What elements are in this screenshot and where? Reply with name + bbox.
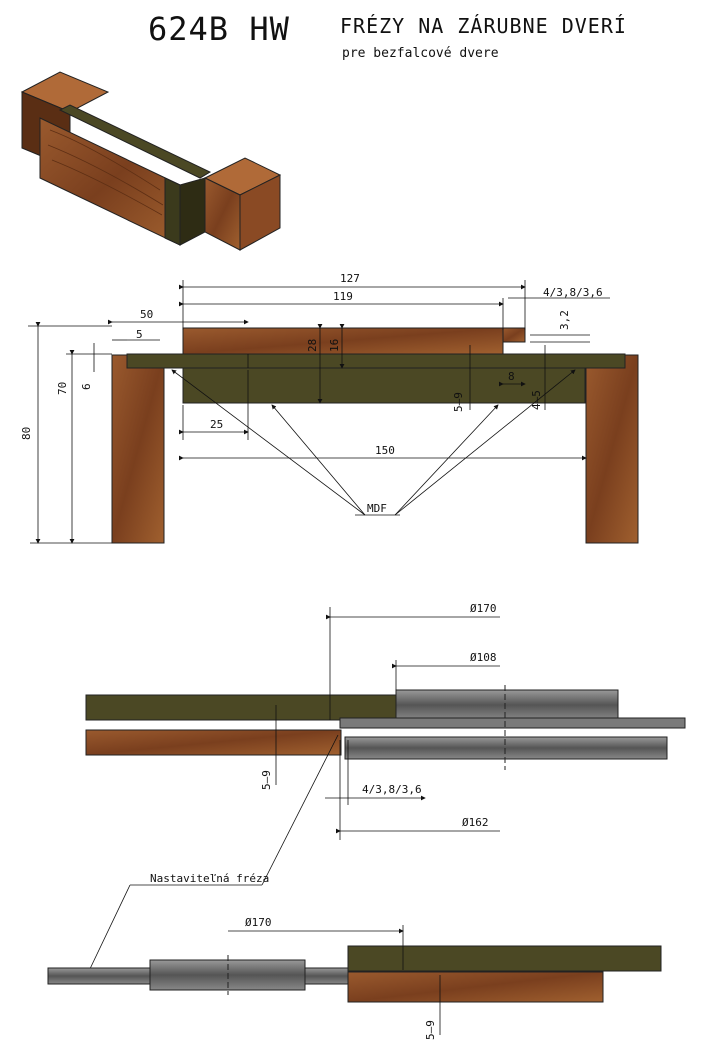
dim-3-2: 3,2 [558,310,571,330]
mdf-label: MDF [367,502,387,515]
dim-bottom-d170: Ø170 [245,916,272,929]
section-drawing: 127 119 4/3,8/3,6 50 5 80 70 6 28 16 3,2… [20,272,639,544]
dim-4-5: 4–5 [530,390,543,410]
dim-50: 50 [140,308,153,321]
dim-5-9: 5–9 [452,392,465,412]
dim-d162: Ø162 [462,816,489,829]
dim-4-38-36: 4/3,8/3,6 [543,286,603,299]
dim-16: 16 [328,339,341,352]
page-subtitle: pre bezfalcové dvere [342,46,499,61]
dim-80: 80 [20,427,33,440]
dim-cut-5-9: 5–9 [260,770,273,790]
dim-150: 150 [375,444,395,457]
dim-8: 8 [508,370,515,383]
dim-cut-4-38-36: 4/3,8/3,6 [362,783,422,796]
dim-25: 25 [210,418,223,431]
dim-6: 6 [80,383,93,390]
cutter-drawing: Ø170 Ø108 5–9 4/3,8/3,6 Ø162 [85,602,686,840]
dim-28: 28 [306,339,319,352]
dim-127: 127 [340,272,360,285]
dim-70: 70 [56,382,69,395]
dim-119: 119 [333,290,353,303]
adjustable-cutter-label: Nastaviteľná fréza [150,872,269,885]
product-code: 624B HW [148,10,290,48]
dim-bottom-5-9: 5–9 [424,1020,437,1040]
dim-d108: Ø108 [470,651,497,664]
page-title: FRÉZY NA ZÁRUBNE DVERÍ [340,14,627,38]
frame-3d-view [20,71,282,251]
bottom-drawing: Nastaviteľná fréza Ø170 5–9 [47,734,662,1040]
dim-5: 5 [136,328,143,341]
dim-d170: Ø170 [470,602,497,615]
